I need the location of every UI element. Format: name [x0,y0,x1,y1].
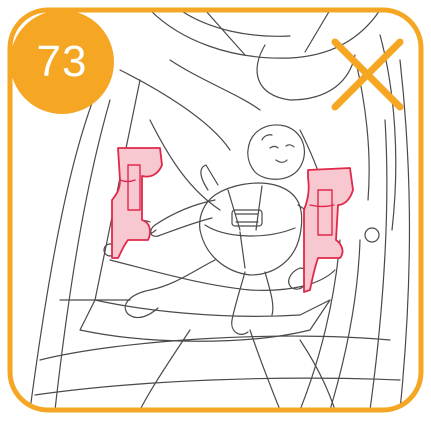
right-highlighted-part [304,168,353,292]
stroller-frame [30,60,409,410]
left-highlighted-part [112,148,162,258]
canopy [120,10,396,230]
cross-icon [335,42,400,107]
step-badge [10,10,114,114]
